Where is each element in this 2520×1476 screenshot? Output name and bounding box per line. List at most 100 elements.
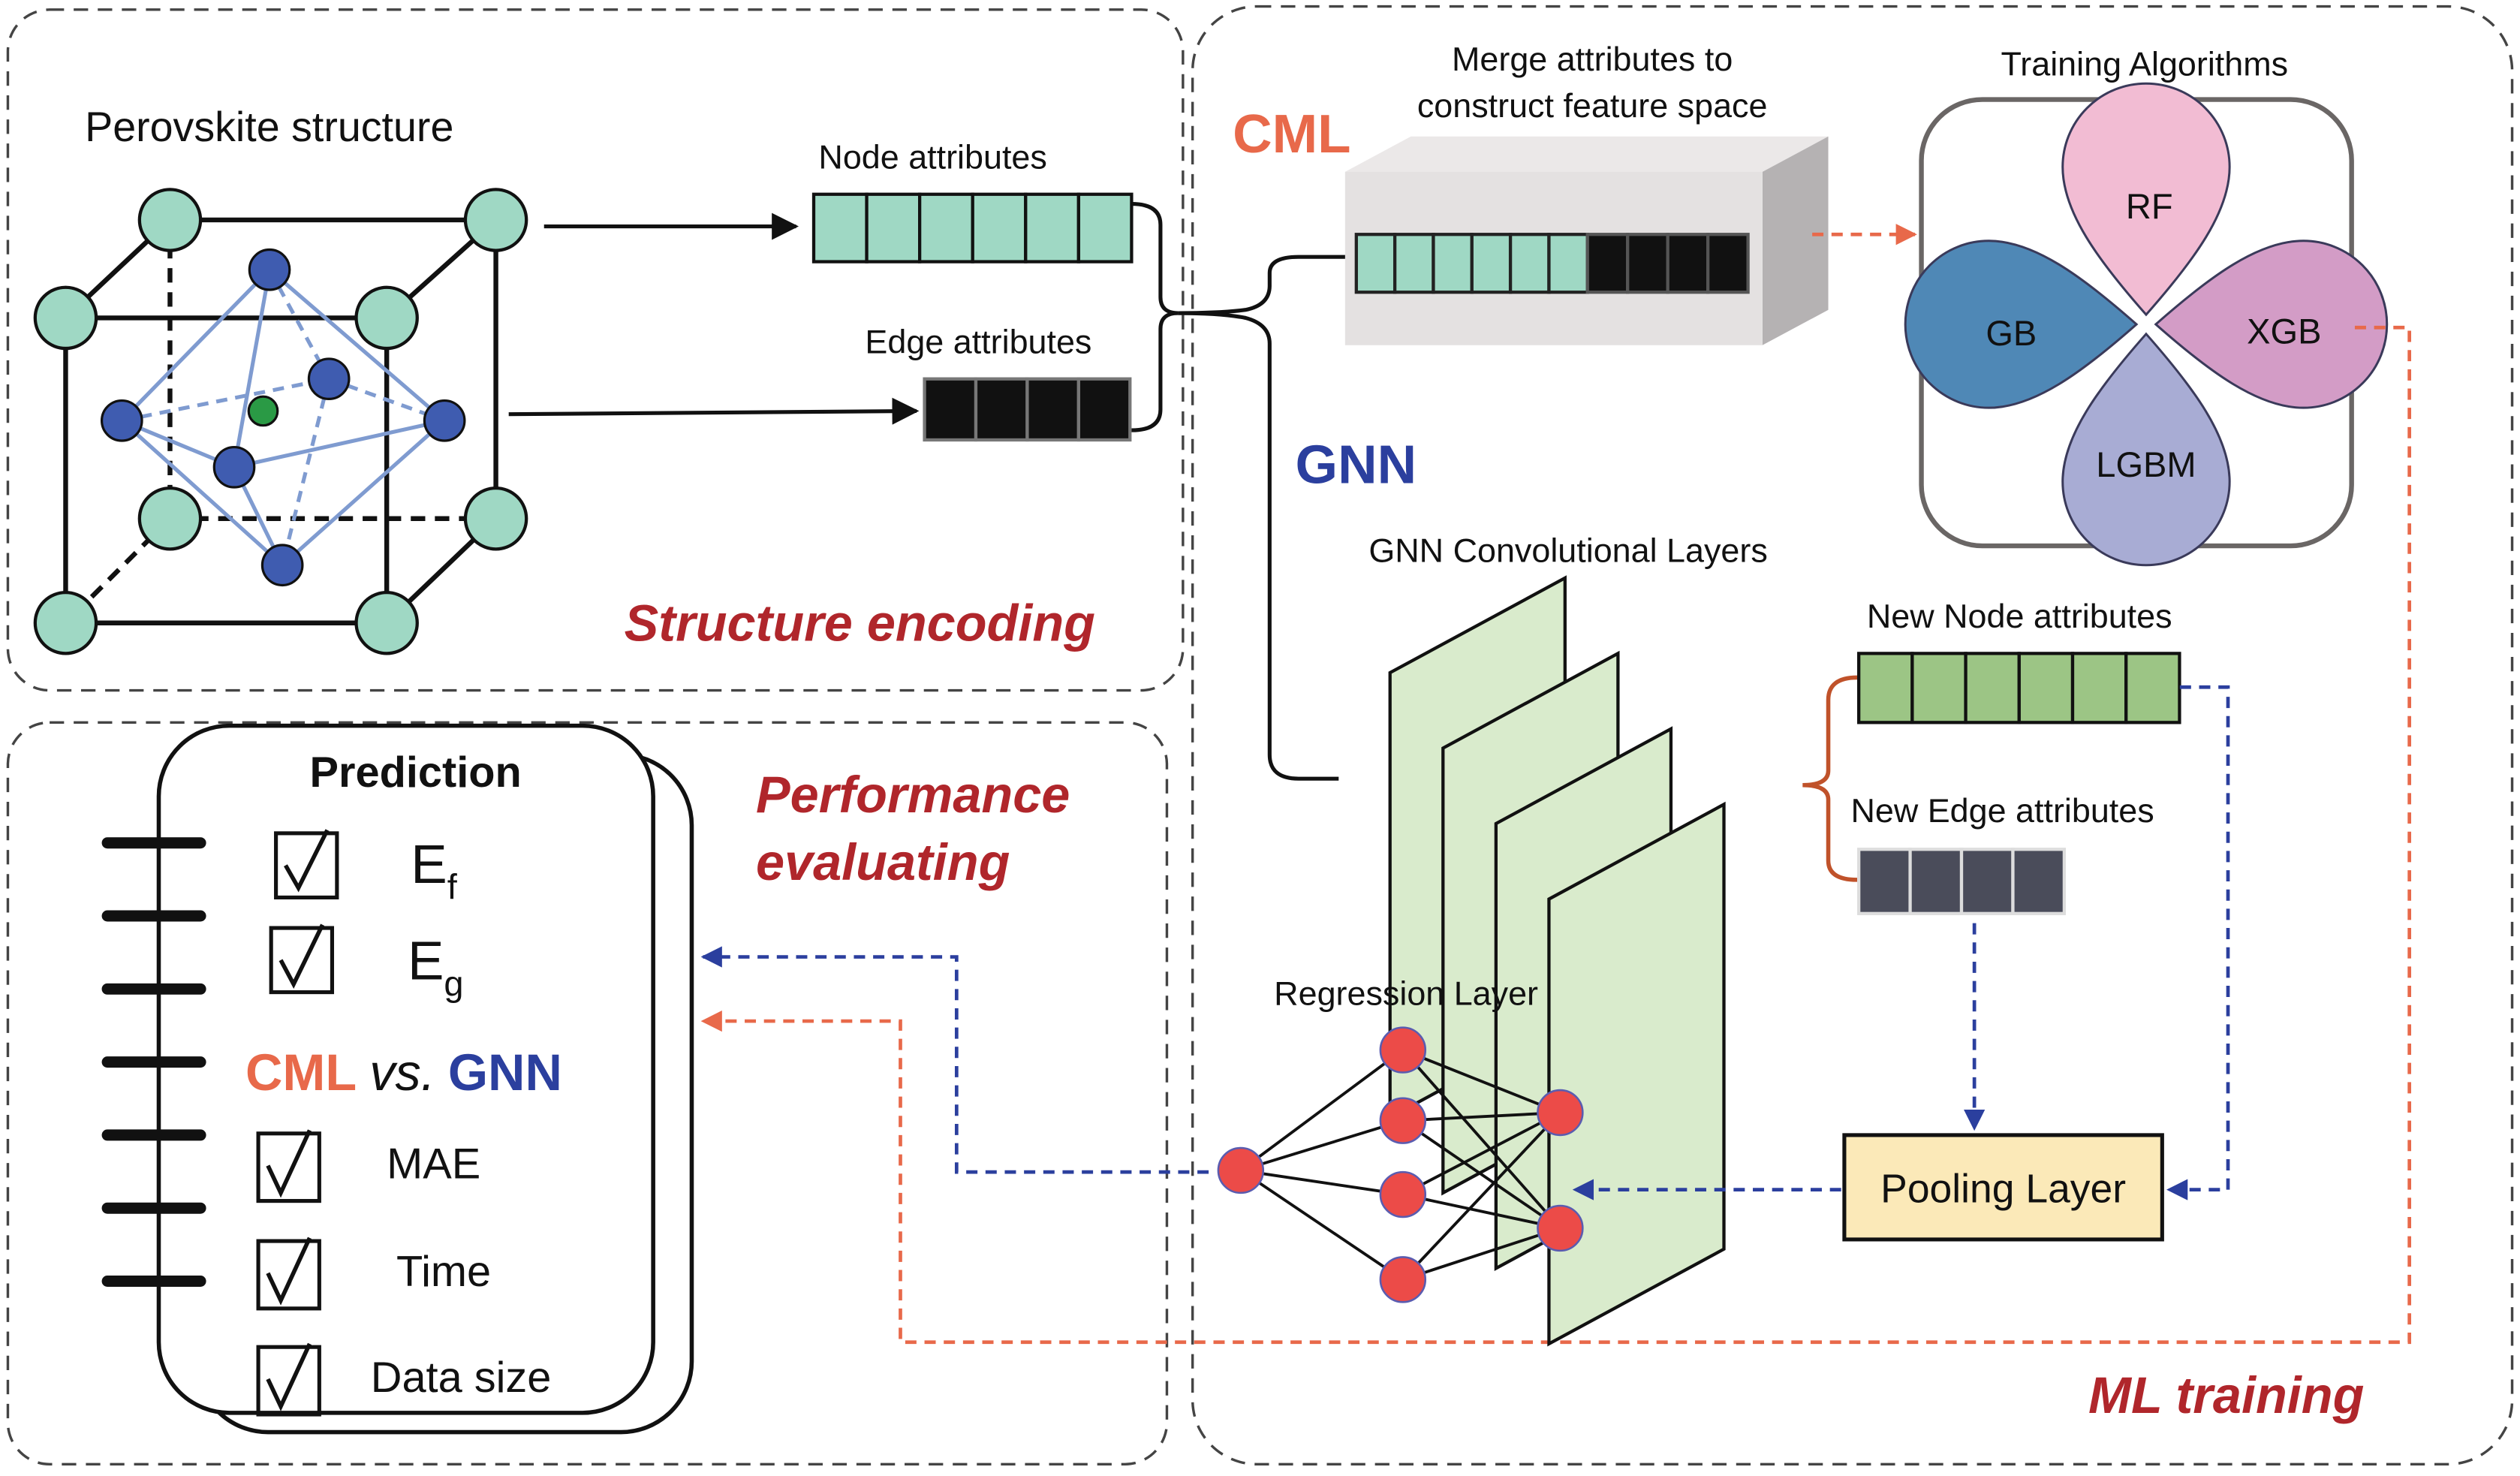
network-connection — [1402, 1111, 1561, 1196]
neuron — [1537, 1204, 1584, 1252]
merged-edge-cell — [1585, 233, 1630, 294]
performance-title-line2: evaluating — [756, 833, 1010, 891]
perovskite-structure-label: Perovskite structure — [85, 104, 453, 150]
new-node-cell — [1910, 652, 1968, 724]
octahedron-edge — [120, 268, 271, 423]
neuron — [1379, 1026, 1427, 1074]
neuron — [1217, 1146, 1265, 1194]
octahedron-edge-hidden — [121, 377, 330, 423]
network-connection — [1402, 1048, 1561, 1114]
algorithm-petal-lgbm — [2061, 332, 2231, 567]
network-connection — [1240, 1119, 1404, 1172]
a-site-atom — [137, 486, 203, 551]
metric-checkbox — [256, 1345, 321, 1417]
new-node-attributes-bar — [1857, 652, 2181, 724]
new-node-cell — [1964, 652, 2021, 724]
x-site-atom — [423, 399, 466, 442]
performance-title-line1: Performance — [756, 766, 1070, 824]
merged-node-cell — [1547, 233, 1589, 294]
structure-encoding-panel — [6, 8, 1185, 692]
algorithm-label-lgbm: LGBM — [2096, 444, 2196, 484]
new-edge-cell — [1857, 848, 1912, 915]
merged-edge-cell — [1666, 233, 1710, 294]
network-connection — [1402, 1111, 1561, 1281]
algorithm-petal-gb — [1904, 239, 2139, 409]
gnn-conv-label: GNN Convolutional Layers — [1368, 531, 1767, 569]
attributes-merge-bracket — [1131, 202, 1179, 432]
new-edge-attributes-bar — [1857, 848, 2067, 915]
node-attribute-cell — [811, 192, 869, 264]
ml-training-title: ML training — [2088, 1366, 2364, 1424]
merged-node-cell — [1432, 233, 1474, 294]
new-node-cell — [2070, 652, 2128, 724]
pooling-layer-box — [1842, 1133, 2164, 1242]
regression-network — [1217, 1026, 1584, 1303]
neuron — [1379, 1170, 1427, 1218]
new-node-to-pooling-arrow — [2166, 685, 2230, 1200]
a-site-atom — [463, 188, 528, 252]
new-node-cell — [2124, 652, 2181, 724]
edge-attribute-cell — [1076, 377, 1132, 442]
a-site-atom — [354, 285, 419, 351]
a-site-atom — [137, 188, 203, 252]
node-attributes-bar — [811, 192, 1134, 264]
checkmark-icon — [266, 1237, 312, 1306]
merged-node-cell — [1508, 233, 1551, 294]
training-algorithms-label: Training Algorithms — [2001, 45, 2289, 83]
network-connection — [1239, 1169, 1404, 1281]
x-site-atom — [212, 445, 256, 489]
gnn-results-return-arrow — [700, 946, 1209, 1174]
octahedron-edge — [232, 269, 272, 468]
a-site-atom — [33, 285, 98, 351]
x-site-atom — [248, 248, 291, 291]
x-site-atom — [100, 399, 143, 442]
algorithm-petal-xgb — [2154, 239, 2389, 409]
algorithm-label-gb: GB — [1986, 313, 2037, 353]
merged-edge-cell — [1626, 233, 1669, 294]
node-attributes-label: Node attributes — [818, 138, 1046, 176]
checkmark-icon — [266, 1129, 312, 1198]
new-edge-cell — [2011, 848, 2067, 915]
new-edge-cell — [1908, 848, 1964, 915]
checkbox-eg — [269, 923, 335, 995]
a-site-atom — [463, 486, 528, 551]
metric-checkbox — [256, 1239, 321, 1311]
checkmark-icon — [284, 829, 330, 893]
node-attribute-cell — [971, 192, 1028, 264]
x-site-atom — [260, 544, 304, 587]
network-connection — [1402, 1111, 1561, 1122]
network-connection — [1402, 1193, 1561, 1230]
octahedron-edge — [120, 419, 284, 567]
octahedron-edge-hidden — [280, 378, 331, 566]
neuron — [1379, 1256, 1427, 1303]
arrow-to-edge-attributes — [508, 397, 920, 425]
algorithm-label-xgb: XGB — [2247, 312, 2321, 351]
octahedron-edge — [268, 268, 446, 423]
target-ef: Ef — [411, 834, 457, 906]
new-edge-cell — [1959, 848, 2015, 915]
performance-panel — [6, 721, 1169, 1466]
octahedron-edge — [281, 419, 446, 567]
node-attribute-cell — [1076, 192, 1134, 264]
gnn-conv-layer — [1547, 801, 1726, 1347]
octahedron-edge — [233, 418, 445, 469]
network-connection — [1402, 1227, 1561, 1282]
edge-attributes-bar — [923, 377, 1132, 442]
merge-label-line1: Merge attributes to — [1452, 40, 1733, 78]
merged-node-cell — [1392, 233, 1435, 294]
neuron — [1379, 1097, 1427, 1144]
edge-attribute-cell — [923, 377, 978, 442]
merged-node-cell — [1354, 233, 1397, 294]
merge-label-line2: construct feature space — [1417, 86, 1768, 125]
network-connection — [1239, 1049, 1404, 1172]
network-connection — [1240, 1169, 1404, 1196]
structure-encoding-title: Structure encoding — [625, 594, 1095, 652]
new-node-cell — [1857, 652, 1914, 724]
gnn-connector — [1178, 311, 1339, 781]
metric-label: MAE — [387, 1140, 480, 1188]
